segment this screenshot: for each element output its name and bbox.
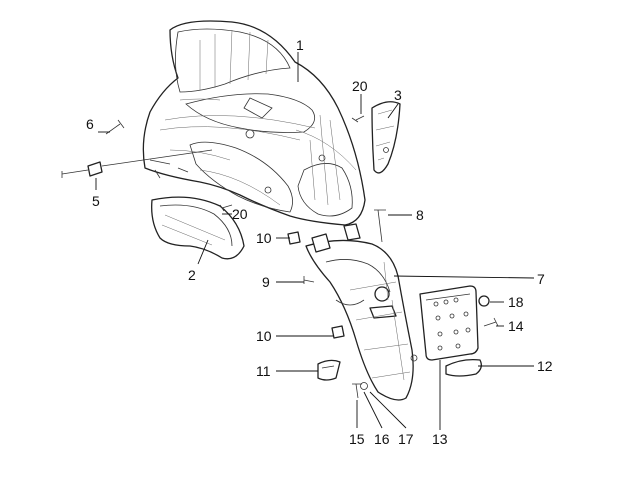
front-shield-part: [142, 20, 366, 226]
callout-labels: 1 2 3 5 6 7 8 9 10 10 11 12 13 14 15 16 …: [86, 37, 553, 447]
callout-15: 15: [349, 431, 365, 447]
callout-7: 7: [537, 271, 545, 287]
callout-9: 9: [262, 274, 270, 290]
callout-1: 1: [296, 37, 304, 53]
callout-8: 8: [416, 207, 424, 223]
callout-11: 11: [256, 363, 271, 379]
clip-10-parts: [287, 231, 345, 339]
callout-13: 13: [432, 431, 448, 447]
screw-14-part: [483, 317, 499, 327]
callout-20-lower: 20: [232, 206, 248, 222]
plate-holder-part: [419, 285, 479, 361]
callout-6: 6: [86, 116, 94, 132]
reflector-part: [317, 359, 341, 381]
leader-lines: [95, 52, 535, 430]
rear-fender-part: [305, 223, 418, 401]
screw-9-part: [303, 276, 315, 284]
callout-2: 2: [188, 267, 196, 283]
callout-10-lower: 10: [256, 328, 272, 344]
callout-17: 17: [398, 431, 414, 447]
bolt-8-part: [374, 209, 386, 243]
callout-3: 3: [394, 87, 402, 103]
lens-12-part: [445, 358, 482, 377]
side-panel-part: [151, 196, 245, 260]
callout-20-upper: 20: [352, 78, 368, 94]
callout-12: 12: [537, 358, 553, 374]
small-cover-part: [371, 101, 401, 174]
callout-10-upper: 10: [256, 230, 272, 246]
cap-18-part: [478, 295, 490, 307]
callout-5: 5: [92, 193, 100, 209]
callout-18: 18: [508, 294, 524, 310]
spacer-screw-part: [61, 149, 213, 178]
callout-16: 16: [374, 431, 390, 447]
screw-washer-parts: [352, 382, 368, 399]
callout-14: 14: [508, 318, 524, 334]
screw-20-parts: [219, 115, 365, 212]
